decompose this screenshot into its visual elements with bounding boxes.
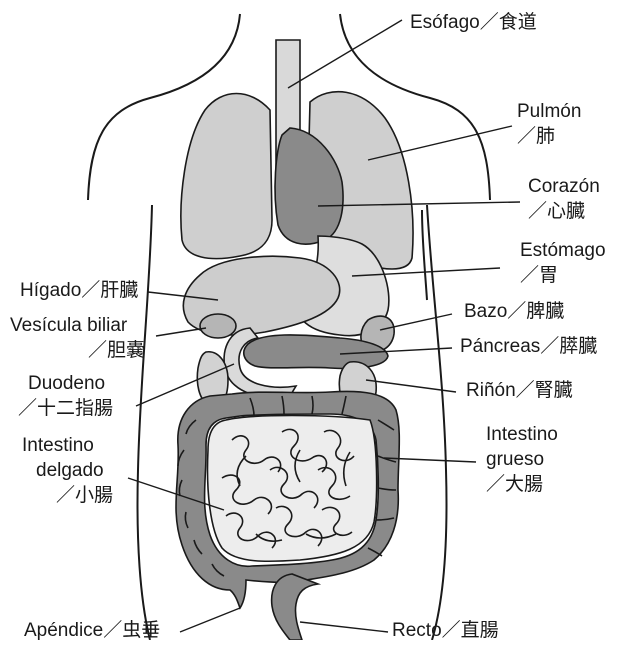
rectum	[272, 574, 318, 640]
label-lung-jp: ／肺	[517, 125, 555, 147]
label-rectum: Recto／直腸	[392, 619, 499, 640]
label-lung: Pulmón	[517, 101, 581, 122]
gallbladder	[200, 314, 236, 338]
label-gallbladder-jp: ／胆嚢	[88, 339, 145, 361]
label-small-intestine: Intestino	[22, 435, 94, 456]
right-lung	[181, 94, 272, 259]
small-intestine	[208, 416, 377, 562]
label-large-intestine-jp: ／大腸	[486, 473, 543, 495]
label-duodenum: Duodeno	[28, 373, 105, 394]
label-heart: Corazón	[528, 176, 600, 197]
label-kidney: Riñón／腎臓	[466, 379, 573, 401]
label-esophagus: Esófago／食道	[410, 11, 537, 33]
label-liver: Hígado／肝臓	[20, 279, 138, 301]
label-gallbladder: Vesícula biliar	[10, 315, 128, 336]
label-stomach: Estómago	[520, 240, 606, 261]
label-heart-jp: ／心臓	[528, 200, 585, 222]
label-duodenum-jp: ／十二指腸	[18, 397, 113, 419]
label-small-intestine-jp: ／小腸	[56, 484, 113, 506]
label-large-intestine-2: grueso	[486, 449, 544, 470]
label-pancreas: Páncreas／膵臓	[460, 335, 597, 357]
label-large-intestine: Intestino	[486, 424, 558, 445]
label-small-intestine-2: delgado	[36, 460, 104, 481]
label-stomach-jp: ／胃	[520, 264, 558, 286]
label-spleen: Bazo／脾臓	[464, 300, 564, 322]
label-appendix: Apéndice／虫垂	[24, 619, 160, 640]
